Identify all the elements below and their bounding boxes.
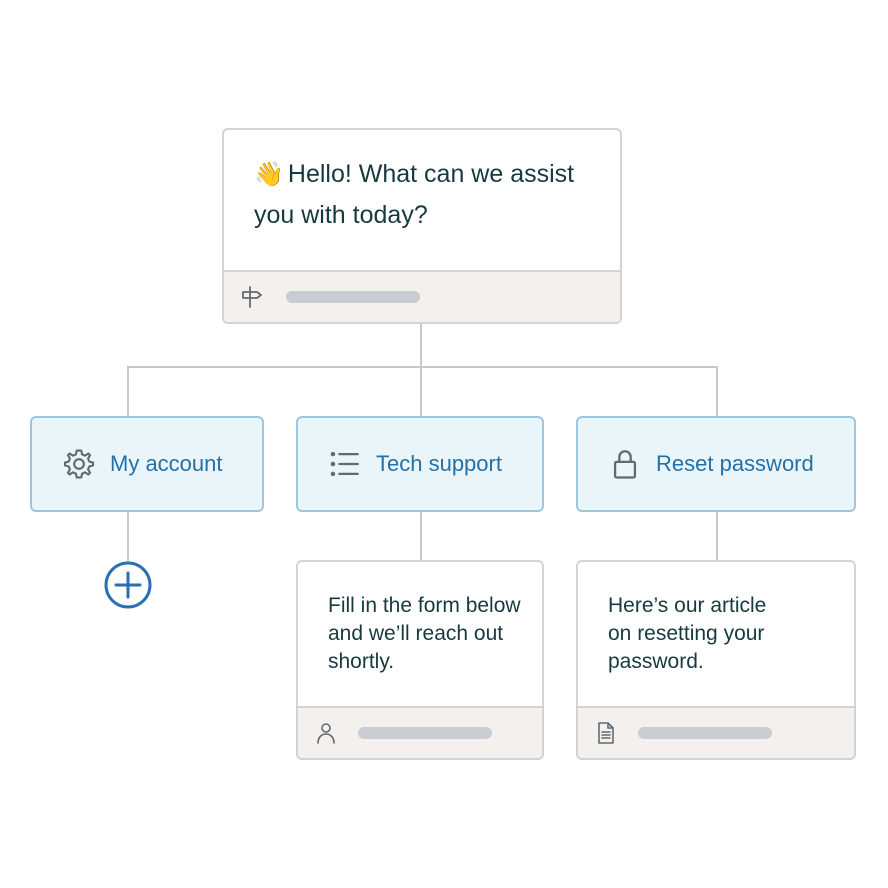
reply-body-reset-password: Here’s our article on resetting your pas… [578,562,854,708]
connector-root-down [420,322,422,368]
connector-horizontal [127,366,718,368]
connector-to-my-account [127,366,129,417]
reply-body-tech-support: Fill in the form below and we’ll reach o… [298,562,542,708]
reply-footer-placeholder-bar-tech-support [358,727,492,739]
reply-footer-reset-password [578,706,854,758]
connector-to-reset-password [716,366,718,417]
reply-text-tech-support: Fill in the form below and we’ll reach o… [328,594,521,673]
root-message-body: 👋Hello! What can we assist you with toda… [224,130,620,272]
gear-icon [63,449,95,479]
root-message-text: Hello! What can we assist you with today… [254,160,575,229]
option-my-account[interactable]: My account [30,416,264,512]
root-message-text-block: 👋Hello! What can we assist you with toda… [254,154,600,235]
reply-text-reset-password: Here’s our article on resetting your pas… [608,594,767,673]
option-tech-support[interactable]: Tech support [296,416,544,512]
connector-reset-password-reply [716,510,718,562]
root-message-footer [224,270,620,322]
reply-footer-tech-support [298,706,542,758]
document-icon [598,722,614,744]
plus-circle-icon[interactable] [104,561,152,609]
person-icon [317,723,335,744]
option-reset-password-label: Reset password [656,451,814,476]
reply-card-tech-support[interactable]: Fill in the form below and we’ll reach o… [296,560,544,760]
connector-tech-support-reply [420,510,422,562]
option-my-account-label: My account [110,451,223,476]
list-icon [330,451,359,477]
option-reset-password[interactable]: Reset password [576,416,856,512]
lock-icon [613,450,637,479]
root-footer-placeholder-bar [286,291,420,303]
connector-my-account-add [127,510,129,562]
signpost-icon [242,286,262,308]
reply-card-reset-password[interactable]: Here’s our article on resetting your pas… [576,560,856,760]
option-tech-support-label: Tech support [376,451,502,476]
waving-hand-icon: 👋 [254,161,284,188]
connector-to-tech-support [420,366,422,417]
root-message-card[interactable]: 👋Hello! What can we assist you with toda… [222,128,622,324]
reply-footer-placeholder-bar-reset-password [638,727,772,739]
